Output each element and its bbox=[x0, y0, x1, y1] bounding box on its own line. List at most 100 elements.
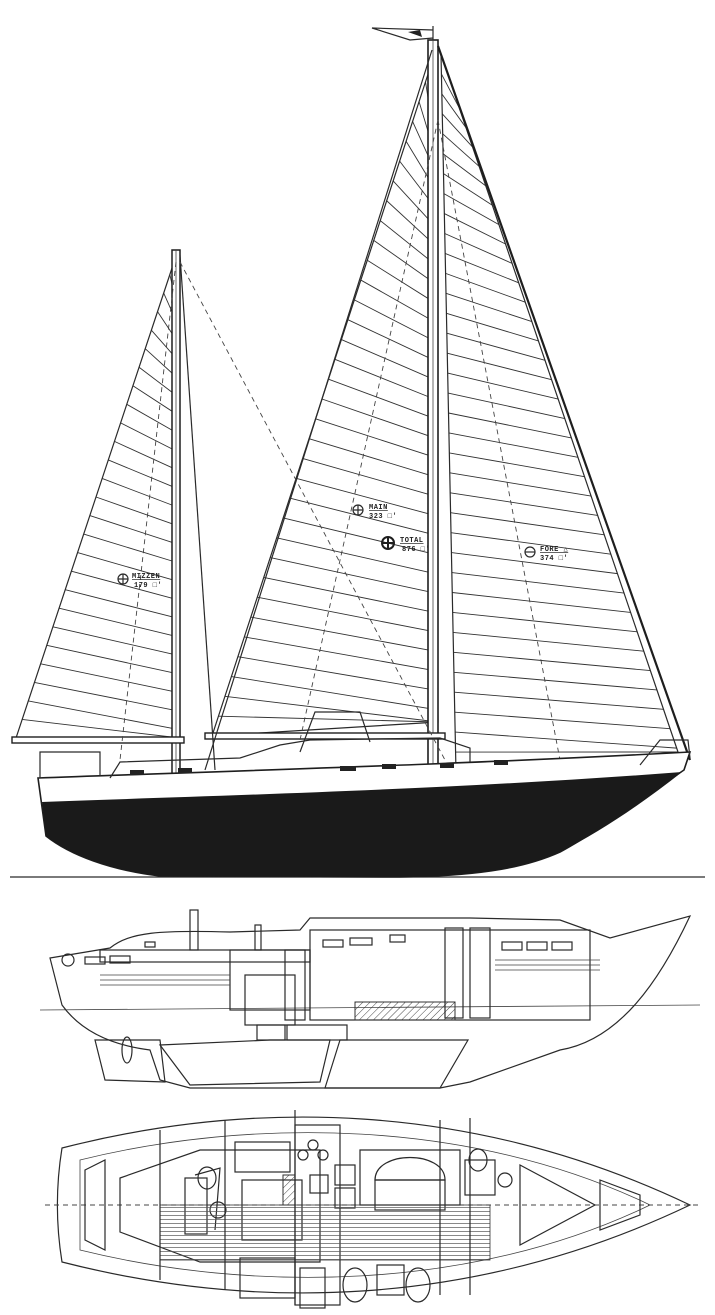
main-seam bbox=[218, 715, 439, 723]
mizzen-boom bbox=[11, 736, 185, 744]
jib-seam bbox=[444, 233, 513, 264]
mizzen-seam bbox=[132, 385, 178, 416]
ballast-keel bbox=[324, 1039, 470, 1089]
main-area-label: MAIN 323 □' bbox=[352, 504, 397, 521]
jib-seam bbox=[445, 292, 532, 322]
jib-seam bbox=[450, 492, 598, 516]
jib-seam bbox=[454, 691, 664, 710]
main-label: MAIN bbox=[369, 504, 388, 512]
sail-seams bbox=[22, 73, 679, 753]
mizzen-seam bbox=[46, 644, 180, 675]
main-seam bbox=[250, 616, 438, 653]
water-tank bbox=[286, 1024, 348, 1041]
hull-section bbox=[49, 915, 692, 1089]
main-backstay bbox=[204, 49, 433, 771]
mizzen-seam bbox=[40, 663, 180, 694]
main-seam bbox=[270, 557, 437, 594]
main-seam bbox=[276, 537, 437, 575]
mizzen-seam bbox=[34, 681, 180, 712]
mizzen-seam bbox=[101, 478, 179, 508]
v-berth bbox=[519, 1164, 597, 1246]
mizzen-seam bbox=[108, 459, 179, 490]
jib-seam bbox=[450, 512, 605, 536]
jib-seam bbox=[441, 93, 467, 128]
mizzen-seam bbox=[95, 496, 179, 527]
deck-outline bbox=[56, 1116, 692, 1294]
main-seam bbox=[289, 497, 437, 536]
hull-bottom bbox=[42, 772, 682, 877]
jib-seam bbox=[453, 631, 644, 652]
accommodation-plan bbox=[45, 1110, 700, 1309]
sail-plan: MIZZEN 179 □' MAIN 323 □' TOTAL 876 □' F… bbox=[10, 26, 705, 878]
rudder bbox=[94, 1039, 166, 1083]
flag-icon bbox=[408, 30, 422, 37]
jib-seam bbox=[445, 272, 526, 303]
main-seam bbox=[308, 438, 436, 478]
fore-triangle-area: 374 □' bbox=[540, 555, 568, 563]
jib-seam bbox=[448, 432, 579, 458]
main-area: 323 □' bbox=[369, 513, 397, 521]
jib-seam bbox=[446, 312, 539, 342]
mizzen-seam bbox=[126, 403, 178, 434]
mizzen-seam bbox=[114, 440, 178, 471]
propeller bbox=[121, 1036, 133, 1064]
main-seam bbox=[224, 695, 439, 723]
jib-seam bbox=[449, 452, 585, 478]
mizzen-seam bbox=[89, 515, 179, 545]
jib-seam bbox=[455, 731, 677, 749]
main-seam bbox=[392, 180, 434, 225]
mizzen-sail bbox=[15, 255, 181, 739]
mizzen-seam bbox=[71, 570, 179, 601]
main-seam bbox=[296, 477, 437, 517]
jib-seam bbox=[447, 392, 565, 419]
mizzen-area: 179 □' bbox=[134, 582, 162, 590]
profile-portlights bbox=[84, 934, 573, 965]
fuel-tank-plan bbox=[376, 1264, 405, 1296]
jib-seam bbox=[448, 412, 572, 439]
jib-seam bbox=[441, 73, 460, 109]
main-seam bbox=[263, 576, 438, 614]
main-seam bbox=[302, 458, 437, 497]
mizzen-shroud bbox=[179, 254, 216, 771]
dodger bbox=[299, 711, 371, 753]
main-seam bbox=[379, 220, 435, 264]
main-seam bbox=[341, 339, 436, 381]
mizzen-staysail-luff bbox=[179, 261, 446, 761]
main-seam bbox=[321, 398, 436, 439]
bow-pulpit bbox=[639, 739, 691, 766]
jib-seam bbox=[453, 671, 657, 691]
jib-seam bbox=[444, 253, 519, 284]
mizzen-seam bbox=[65, 589, 180, 620]
main-seam bbox=[373, 240, 435, 284]
aft-cabin bbox=[119, 1149, 321, 1263]
jib-seam bbox=[453, 651, 651, 672]
mizzen-seam bbox=[120, 422, 178, 453]
mizzen-seam bbox=[28, 700, 181, 731]
jib-seam bbox=[451, 552, 618, 575]
jib-seam bbox=[447, 372, 559, 400]
jib-seam bbox=[442, 153, 487, 187]
jib-seam bbox=[442, 133, 480, 167]
mizzen-seam bbox=[138, 366, 178, 397]
main-seam bbox=[347, 319, 435, 361]
jib-seam bbox=[452, 611, 638, 633]
cabin-trunk bbox=[109, 737, 471, 779]
jib-seam bbox=[441, 113, 473, 148]
main-seam bbox=[244, 636, 438, 672]
jib-seam bbox=[454, 711, 671, 730]
mizzen-seam bbox=[58, 607, 180, 638]
jib-seam bbox=[449, 472, 592, 497]
lazarette bbox=[84, 1159, 106, 1251]
masthead-flag bbox=[371, 26, 434, 41]
engine-box bbox=[244, 974, 296, 1026]
total-area: 876 □' bbox=[402, 546, 430, 554]
forestay bbox=[436, 45, 692, 761]
holding-tank bbox=[256, 1024, 286, 1041]
mizzen-seam bbox=[52, 626, 180, 657]
fore-triangle-label: FORE △ bbox=[540, 546, 569, 554]
main-seam bbox=[257, 596, 438, 633]
main-seam bbox=[354, 299, 435, 342]
main-seam bbox=[386, 200, 434, 245]
jib-seam bbox=[447, 352, 552, 381]
